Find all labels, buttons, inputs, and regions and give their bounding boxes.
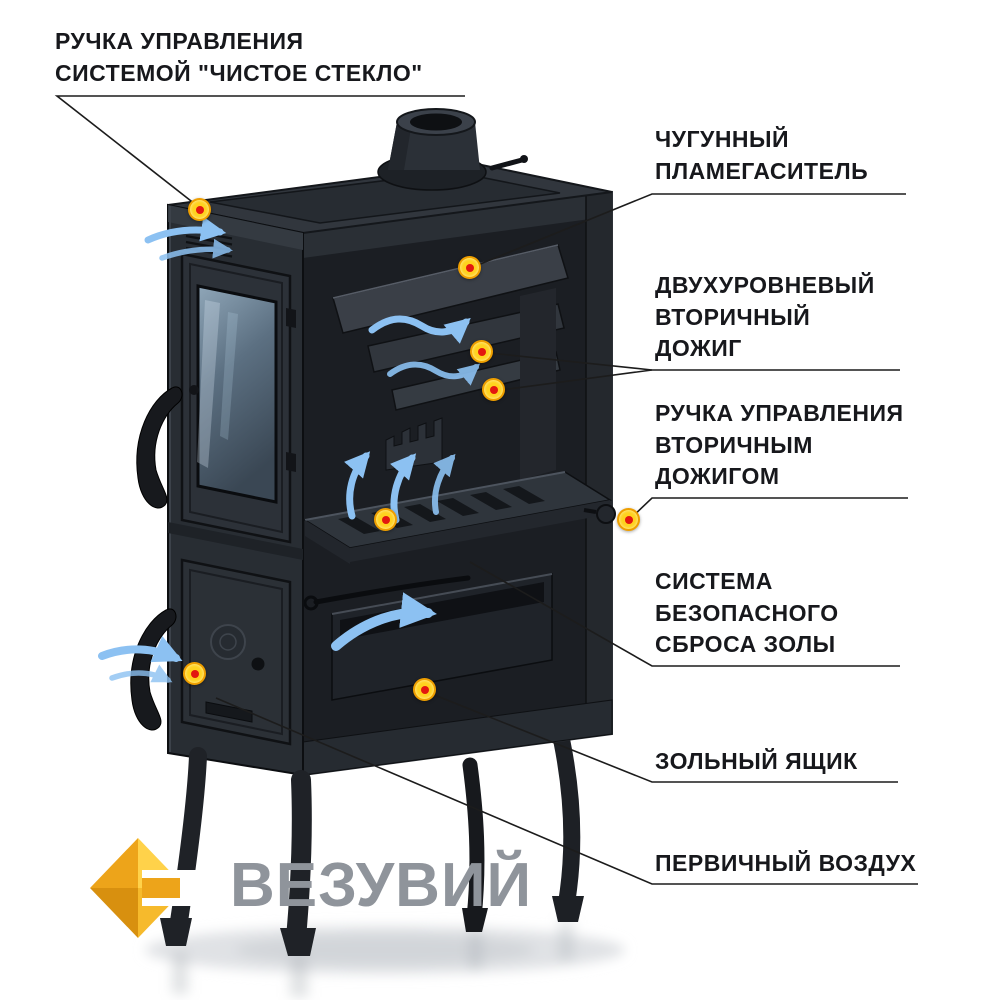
callout-line: ПЕРВИЧНЫЙ ВОЗДУХ — [655, 850, 917, 876]
ash-pan — [303, 573, 553, 701]
leader-ash-box — [431, 693, 898, 783]
fire-door — [180, 252, 296, 544]
stove-interior-cutaway — [302, 190, 613, 777]
fire-door-handle — [136, 386, 183, 509]
callout-secondary-control: РУЧКА УПРАВЛЕНИЯ ВТОРИЧНЫМ ДОЖИГОМ — [655, 398, 904, 493]
marker-secondary-afterburn-lower — [482, 378, 505, 401]
damper-lever — [489, 157, 525, 171]
leader-clean-glass-control — [54, 95, 465, 209]
ash-door — [180, 558, 292, 746]
chimney-outlet — [377, 108, 528, 191]
callout-line: ПЛАМЕГАСИТЕЛЬ — [655, 157, 869, 184]
callout-line: ЗОЛЬНЫЙ ЯЩИК — [655, 748, 858, 774]
marker-secondary-afterburn-control — [617, 508, 640, 531]
leader-primary-air — [215, 697, 918, 885]
secondary-afterburn-knob — [583, 504, 616, 524]
callout-line: БЕЗОПАСНОГО — [655, 599, 839, 626]
primary-air-slider — [205, 701, 253, 723]
stove-front-face — [130, 203, 304, 777]
leader-secondary-lower — [500, 369, 653, 391]
callout-line: ДОЖИГ — [655, 335, 742, 362]
leader-flame-arrester — [472, 193, 906, 268]
callout-clean-glass-control: РУЧКА УПРАВЛЕНИЯ СИСТЕМОЙ "ЧИСТОЕ СТЕКЛО… — [55, 26, 423, 89]
door-glass — [196, 284, 278, 504]
callout-line: СБРОСА ЗОЛЫ — [655, 631, 836, 658]
brand-logo-mark — [90, 838, 200, 938]
marker-flame-arrester — [458, 256, 481, 279]
callout-line: СИСТЕМА — [655, 568, 773, 594]
marker-safe-ash-discharge — [374, 508, 397, 531]
ash-door-handle — [130, 608, 177, 731]
floor-reflection — [145, 920, 625, 997]
leader-secondary-control — [629, 497, 908, 520]
callout-line: ВТОРИЧНЫЙ — [655, 303, 811, 330]
ash-door-knob — [251, 657, 265, 671]
callout-ash-box: ЗОЛЬНЫЙ ЯЩИК — [655, 746, 858, 778]
callout-secondary-afterburn: ДВУХУРОВНЕВЫЙ ВТОРИЧНЫЙ ДОЖИГ — [655, 270, 875, 365]
callout-line: ЧУГУННЫЙ — [655, 126, 790, 152]
marker-secondary-afterburn-upper — [470, 340, 493, 363]
secondary-afterburn-plates — [367, 288, 565, 480]
marker-ash-box — [413, 678, 436, 701]
marker-primary-air — [183, 662, 206, 685]
callout-primary-air: ПЕРВИЧНЫЙ ВОЗДУХ — [655, 848, 916, 880]
callout-flame-arrester: ЧУГУННЫЙ ПЛАМЕГАСИТЕЛЬ — [655, 124, 868, 187]
stove-back-legs — [462, 733, 584, 932]
callout-line: РУЧКА УПРАВЛЕНИЯ — [655, 400, 904, 426]
leader-safe-ash-discharge — [469, 561, 900, 667]
leader-lines — [54, 95, 918, 885]
airflow-arrows — [98, 216, 481, 683]
callout-line: ДВУХУРОВНЕВЫЙ — [655, 272, 875, 298]
callout-line: ВТОРИЧНЫМ — [655, 431, 813, 458]
callout-line: РУЧКА УПРАВЛЕНИЯ — [55, 28, 304, 54]
ash-scraper-tool — [313, 575, 471, 605]
door-emblem — [210, 624, 246, 660]
brand-wordmark: ВЕЗУВИЙ — [230, 851, 533, 920]
marker-clean-glass-control — [188, 198, 211, 221]
callout-line: ДОЖИГОМ — [655, 463, 780, 490]
callout-safe-ash-discharge: СИСТЕМА БЕЗОПАСНОГО СБРОСА ЗОЛЫ — [655, 566, 839, 661]
callout-line: СИСТЕМОЙ "ЧИСТОЕ СТЕКЛО" — [55, 59, 423, 86]
